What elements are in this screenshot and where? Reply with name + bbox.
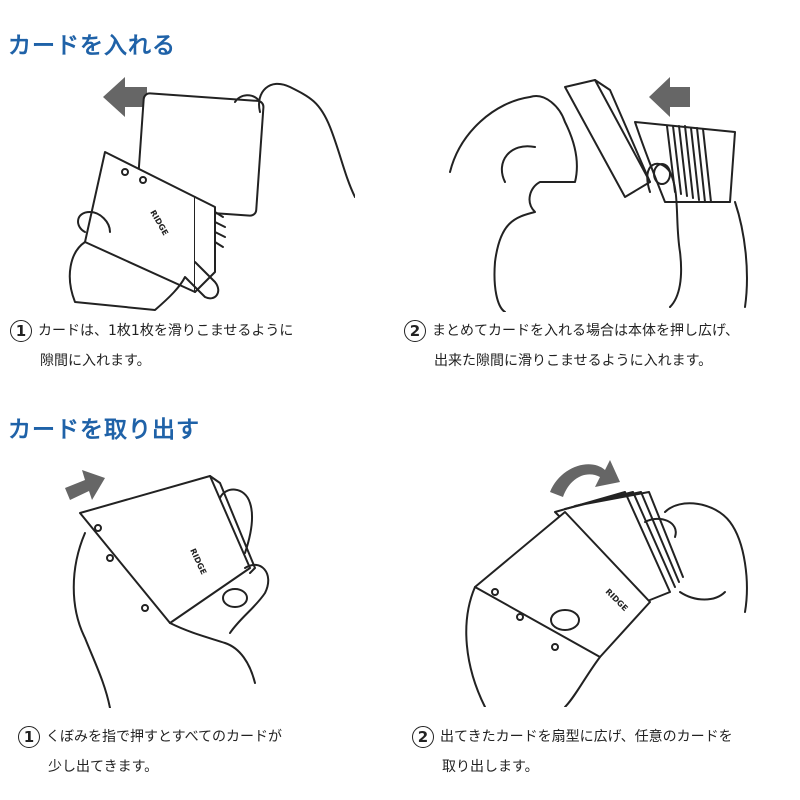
caption-line: 少し出てきます。 [48, 759, 159, 775]
hand-shape [465, 586, 486, 707]
step-number-badge: 2 [412, 726, 434, 748]
caption-remove-step-2: 2 出てきたカードを扇型に広げ、任意のカードを 取り出します。 [412, 722, 733, 782]
wallet-shape [564, 79, 651, 198]
caption-line: カードは、1枚1枚を滑りこませるように [38, 323, 294, 339]
curved-arrow-icon [550, 460, 620, 497]
step-number-badge: 1 [10, 320, 32, 342]
arrow-right-icon [65, 470, 105, 500]
caption-line: くぼみを指で押すとすべてのカードが [46, 729, 283, 745]
wallet-shape [474, 511, 651, 658]
caption-insert-step-2: 2 まとめてカードを入れる場合は本体を押し広げ、 出来た隙間に滑りこませるように入… [404, 316, 739, 376]
illustration-remove-push: RIDGE [50, 458, 310, 708]
step-number-badge: 1 [18, 726, 40, 748]
caption-line: 出来た隙間に滑りこませるように入れます。 [434, 353, 713, 369]
hand-shape [449, 95, 578, 312]
section-heading-remove: カードを取り出す [8, 417, 200, 443]
caption-insert-step-1: 1 カードは、1枚1枚を滑りこませるように 隙間に入れます。 [10, 316, 293, 376]
caption-line: 隙間に入れます。 [40, 353, 151, 369]
caption-line: まとめてカードを入れる場合は本体を押し広げ、 [432, 323, 740, 339]
wallet-shape [79, 475, 251, 624]
hand-shape [72, 532, 111, 708]
caption-line: 出てきたカードを扇型に広げ、任意のカードを [440, 729, 733, 745]
illustration-insert-single: RIDGE [55, 62, 355, 312]
arrow-left-icon [103, 77, 147, 117]
section-heading-insert: カードを入れる [8, 33, 176, 59]
caption-remove-step-1: 1 くぼみを指で押すとすべてのカードが 少し出てきます。 [18, 722, 282, 782]
hand-shape [68, 241, 220, 311]
illustration-remove-fan: RIDGE [455, 452, 755, 707]
step-number-badge: 2 [404, 320, 426, 342]
caption-line: 取り出します。 [442, 759, 539, 775]
arrow-left-icon [649, 77, 690, 117]
illustration-insert-multiple [445, 62, 755, 312]
